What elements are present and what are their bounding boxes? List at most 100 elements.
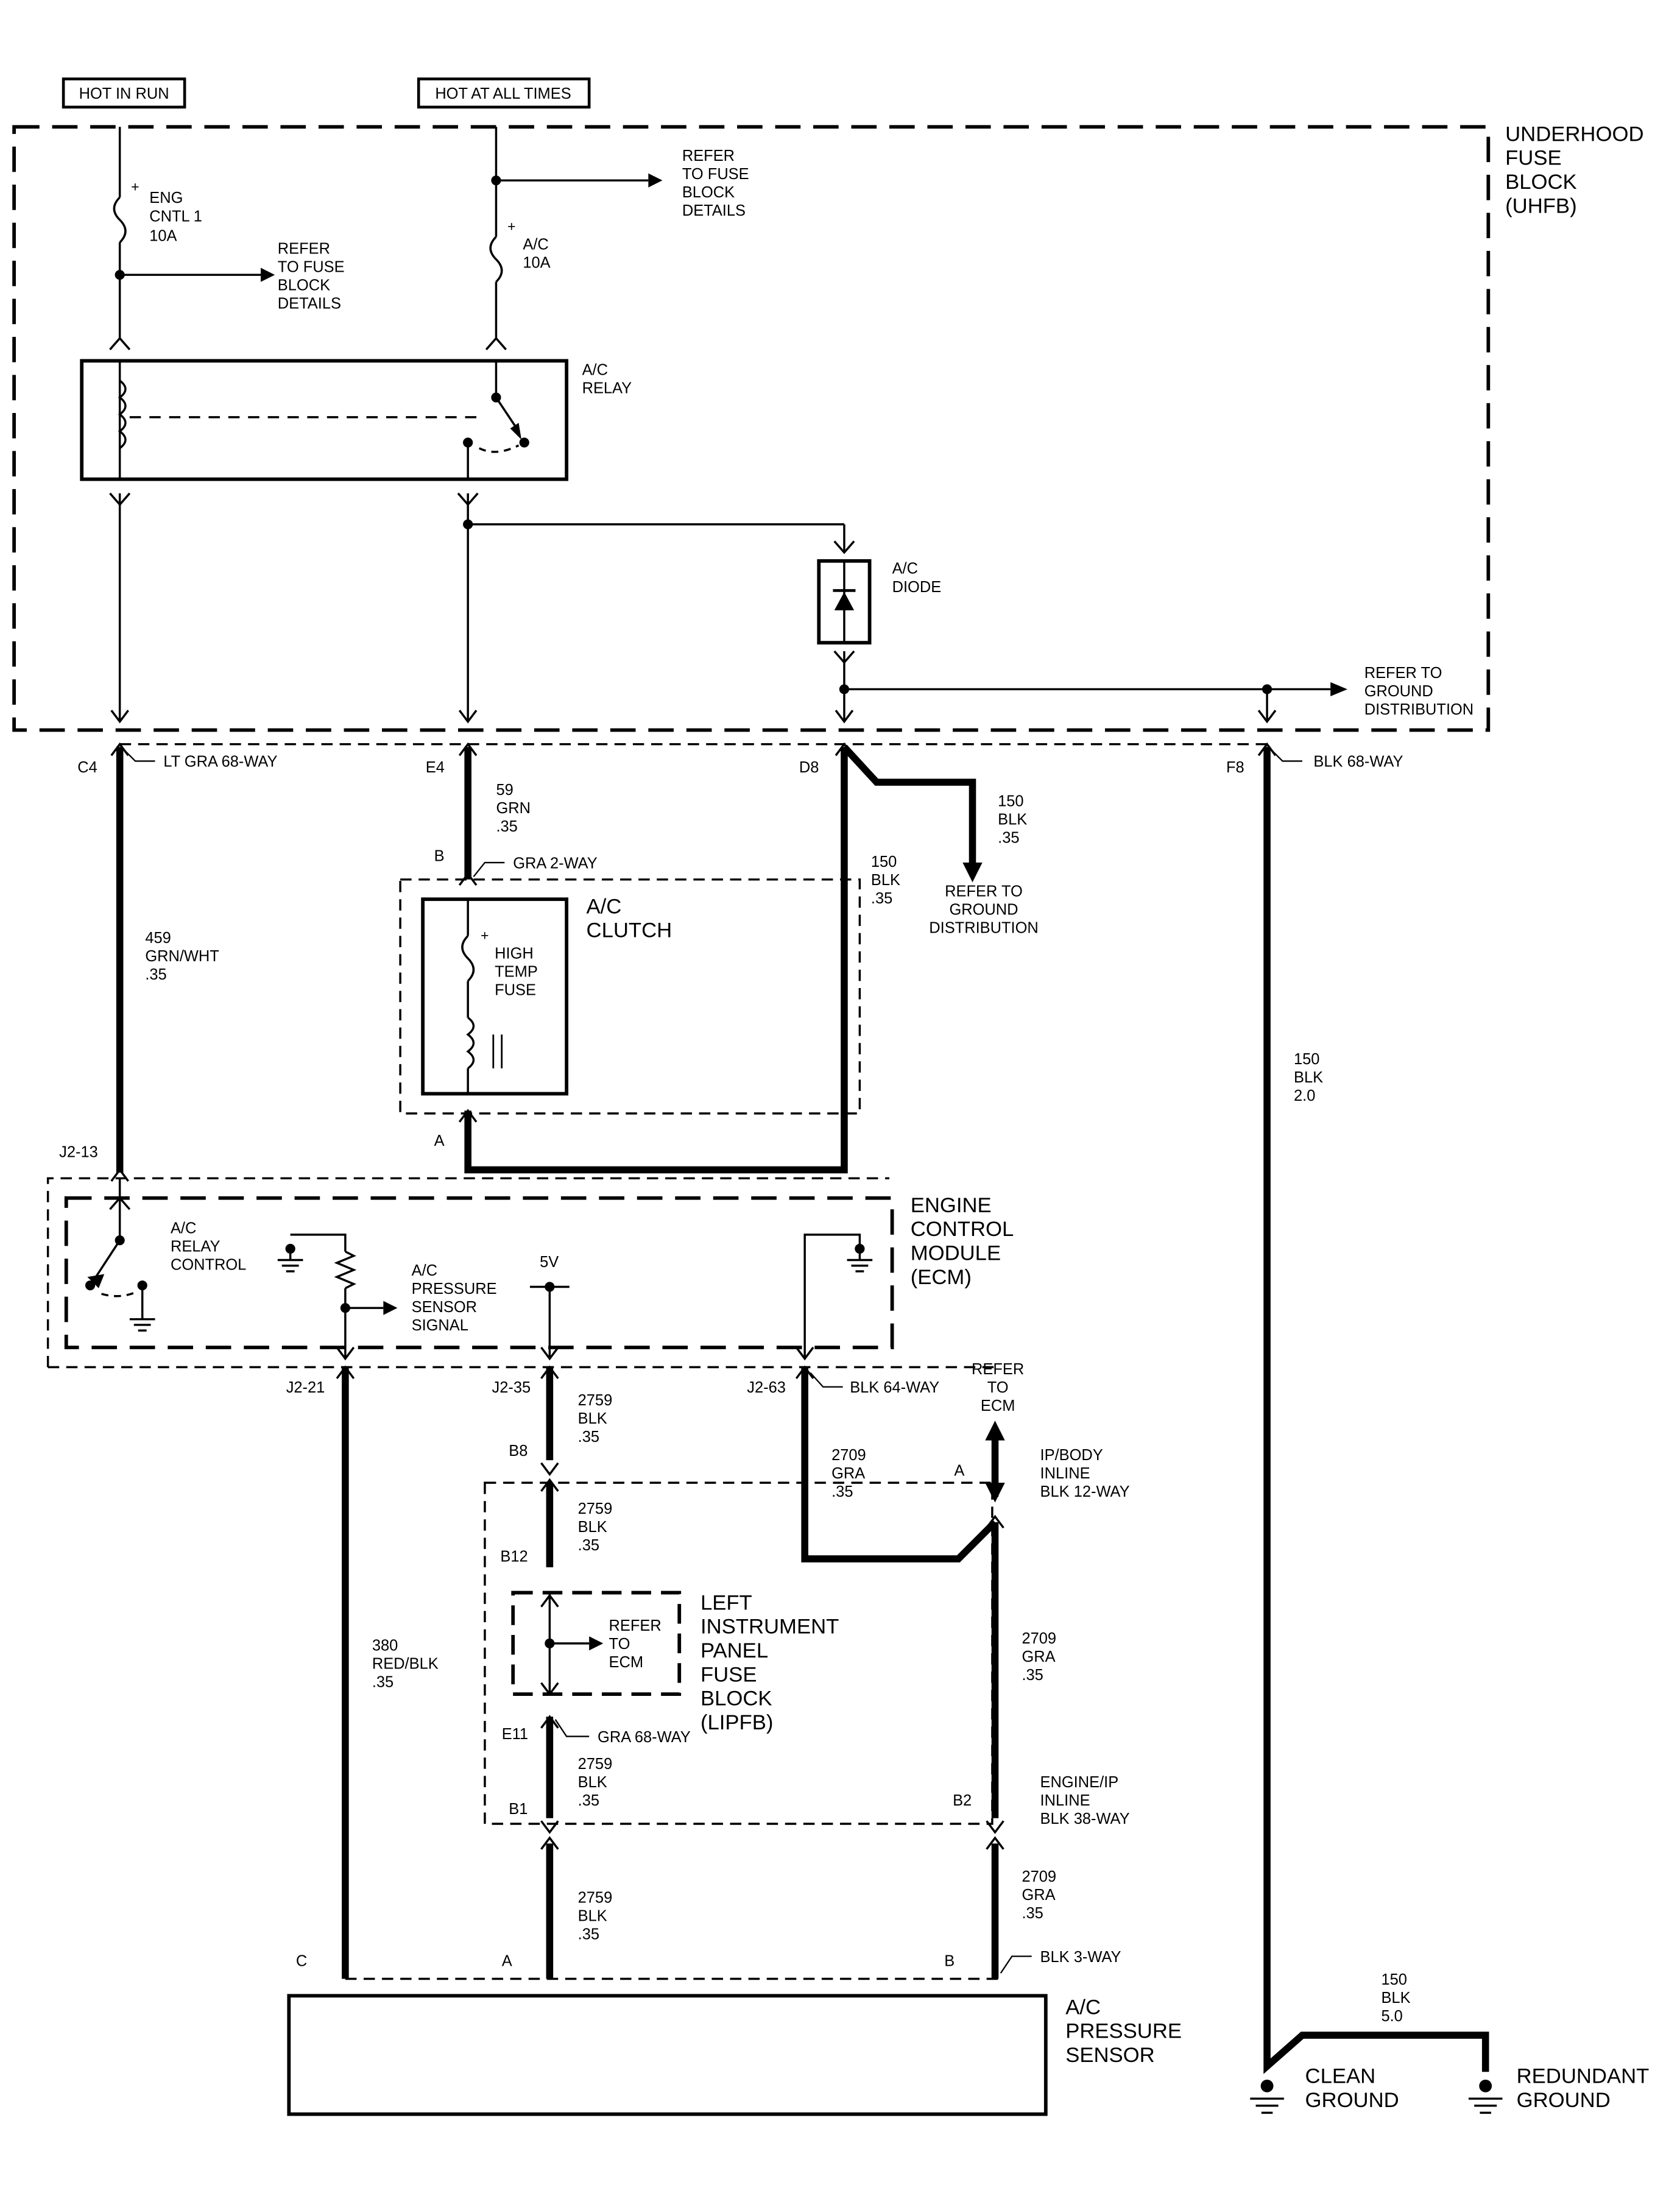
ground-icon: [129, 1318, 155, 1332]
c4-label: C4: [77, 759, 97, 776]
ac-relay-label: A/C: [582, 361, 608, 378]
svg-text:DISTRIBUTION: DISTRIBUTION: [1364, 701, 1474, 718]
svg-text:2759: 2759: [578, 1890, 613, 1907]
svg-text:ECM: ECM: [981, 1397, 1015, 1414]
svg-text:GRA 2-WAY: GRA 2-WAY: [513, 855, 598, 872]
lipfb: REFER TO ECM LEFT INSTRUMENT PANEL FUSE …: [484, 1481, 1130, 1827]
svg-text:DETAILS: DETAILS: [682, 202, 746, 219]
svg-text:BLK: BLK: [998, 811, 1027, 828]
svg-text:INSTRUMENT: INSTRUMENT: [701, 1615, 839, 1639]
ac-fuse-circuit: + A/C 10A REFER TO FUSE BLOCK DETAILS: [485, 127, 749, 350]
svg-text:BLK: BLK: [578, 1410, 607, 1427]
svg-text:2759: 2759: [578, 1756, 613, 1773]
ac-clutch-title: A/C: [587, 895, 622, 918]
svg-text:CONTROL: CONTROL: [171, 1257, 246, 1274]
svg-text:BLOCK: BLOCK: [682, 184, 735, 201]
uhfb-boundary: [12, 125, 1491, 732]
svg-text:2709: 2709: [1022, 1630, 1056, 1647]
svg-text:A/C: A/C: [892, 560, 918, 577]
svg-text:GRN: GRN: [496, 800, 531, 817]
svg-text:DIODE: DIODE: [892, 579, 942, 596]
svg-text:BLK: BLK: [578, 1519, 607, 1536]
svg-text:CNTL 1: CNTL 1: [149, 208, 202, 225]
wire-labels: 459 GRN/WHT .35 59 GRN .35 150 BLK .35 1…: [145, 782, 1410, 2025]
b12-label: B12: [500, 1548, 528, 1566]
heavy-wires: [116, 744, 1489, 2074]
svg-text:DETAILS: DETAILS: [278, 295, 341, 312]
svg-text:2759: 2759: [578, 1392, 613, 1409]
uhfb-lower-circuits: [109, 492, 855, 724]
svg-text:RELAY: RELAY: [582, 380, 632, 397]
eng-cntl-fuse-icon: [113, 196, 127, 244]
svg-text:FUSE: FUSE: [495, 982, 536, 999]
resistor-icon: [334, 1251, 357, 1290]
svg-text:MODULE: MODULE: [911, 1242, 1001, 1265]
j2-63-label: J2-63: [747, 1379, 786, 1396]
relay-coil-icon: [118, 380, 127, 450]
svg-text:.35: .35: [831, 1483, 853, 1500]
ground-icon: [1250, 2097, 1284, 2114]
svg-text:TO: TO: [987, 1379, 1009, 1396]
svg-text:REFER TO: REFER TO: [1364, 665, 1442, 682]
hot-at-all-times-source: HOT AT ALL TIMES: [417, 77, 591, 109]
svg-text:+: +: [131, 179, 139, 195]
svg-text:GROUND: GROUND: [1305, 2089, 1399, 2112]
svg-text:REFER: REFER: [609, 1617, 662, 1634]
svg-text:+: +: [481, 927, 489, 943]
svg-text:BLOCK: BLOCK: [1505, 171, 1577, 194]
uhfb-title: UNDERHOOD FUSE BLOCK (UHFB): [1505, 122, 1643, 217]
svg-text:(ECM): (ECM): [911, 1266, 972, 1289]
ipbody-a-label: A: [954, 1463, 964, 1480]
svg-text:ENG: ENG: [149, 189, 183, 207]
svg-text:ENGINE/IP: ENGINE/IP: [1040, 1774, 1119, 1791]
hot-in-run-label: HOT IN RUN: [79, 85, 169, 102]
ground-icon: [847, 1259, 873, 1273]
ecm-connector-labels: J2-21 J2-35 J2-63 BLK 64-WAY B8 B12: [286, 1372, 939, 1566]
svg-text:BLK: BLK: [871, 872, 900, 889]
svg-text:BLOCK: BLOCK: [278, 277, 330, 294]
svg-text:GRA 68-WAY: GRA 68-WAY: [598, 1729, 691, 1746]
svg-text:150: 150: [1294, 1051, 1319, 1068]
sensor-a-label: A: [502, 1953, 512, 1970]
svg-text:TO FUSE: TO FUSE: [278, 259, 345, 276]
svg-text:LT GRA 68-WAY: LT GRA 68-WAY: [163, 754, 277, 771]
svg-text:PRESSURE: PRESSURE: [412, 1280, 497, 1297]
clutch-coil-icon: [466, 1017, 475, 1070]
hot-in-run-source: HOT IN RUN: [62, 77, 186, 109]
svg-text:HIGH: HIGH: [495, 945, 534, 962]
e4-label: E4: [426, 759, 445, 776]
svg-text:BLK: BLK: [1381, 1989, 1410, 2007]
svg-text:DISTRIBUTION: DISTRIBUTION: [929, 920, 1038, 937]
svg-text:SENSOR: SENSOR: [412, 1299, 477, 1316]
d8-label: D8: [799, 759, 819, 776]
svg-text:(LIPFB): (LIPFB): [701, 1711, 774, 1734]
svg-text:5V: 5V: [540, 1254, 559, 1271]
svg-text:BLK 64-WAY: BLK 64-WAY: [850, 1379, 939, 1396]
svg-text:2709: 2709: [1022, 1868, 1056, 1885]
svg-text:459: 459: [145, 930, 171, 947]
ac-diode: A/C DIODE REFER TO GROUND DISTRIBUTION: [817, 559, 1474, 724]
ac-pressure-sensor: C A B BLK 3-WAY A/C PRESSURE SENSOR: [287, 1949, 1182, 2116]
svg-text:(UHFB): (UHFB): [1505, 194, 1577, 217]
ecm-title: ENGINE: [911, 1194, 992, 1217]
svg-text:BLK 38-WAY: BLK 38-WAY: [1040, 1810, 1130, 1827]
svg-text:A/C: A/C: [412, 1262, 437, 1279]
refer-ecm-top: REFER TO ECM A IP/BODY INLINE BLK 12-WAY: [954, 1361, 1129, 1500]
svg-text:FUSE: FUSE: [1505, 147, 1562, 170]
sensor-c-label: C: [296, 1953, 307, 1970]
svg-text:GRN/WHT: GRN/WHT: [145, 948, 219, 965]
svg-text:RED/BLK: RED/BLK: [372, 1656, 439, 1673]
svg-text:+: +: [507, 218, 516, 234]
svg-text:2759: 2759: [578, 1500, 613, 1517]
svg-text:.35: .35: [145, 966, 166, 983]
b1-label: B1: [509, 1801, 528, 1818]
svg-text:INLINE: INLINE: [1040, 1465, 1090, 1482]
svg-text:SIGNAL: SIGNAL: [412, 1317, 468, 1334]
svg-text:GROUND: GROUND: [949, 902, 1018, 919]
svg-text:UNDERHOOD: UNDERHOOD: [1505, 122, 1643, 146]
ac-fuse-icon: [489, 236, 503, 283]
high-temp-fuse-icon: [461, 935, 475, 982]
sensor-b-label: B: [944, 1953, 955, 1970]
svg-text:.35: .35: [871, 890, 892, 907]
svg-text:380: 380: [372, 1637, 398, 1654]
